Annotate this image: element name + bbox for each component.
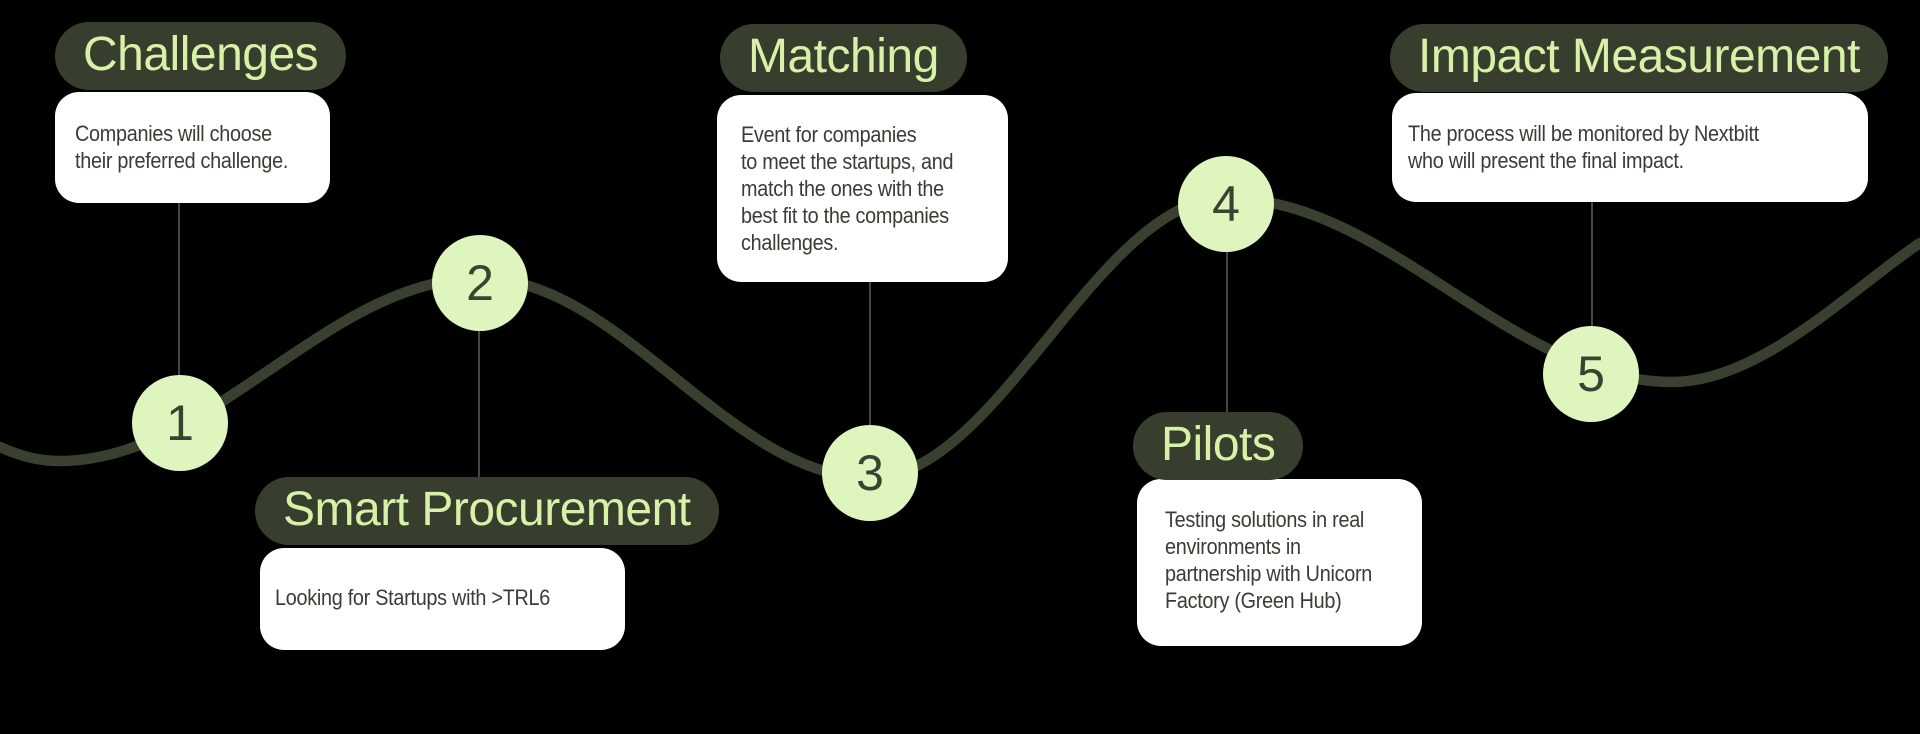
step-2-title: Smart Procurement [283, 483, 691, 536]
step-3-number: 3 [856, 445, 884, 501]
step-1-number-marker: 1 [132, 375, 228, 471]
step-2-number: 2 [466, 255, 494, 311]
step-5-description: The process will be monitored by Nextbit… [1408, 121, 1759, 173]
step-2-number-marker: 2 [432, 235, 528, 331]
step-4-title-badge: Pilots [1133, 412, 1304, 480]
step-3-connector-line [869, 282, 871, 426]
step-4-number: 4 [1212, 176, 1240, 232]
step-1-connector-line [178, 203, 180, 377]
step-4-number-marker: 4 [1178, 156, 1274, 252]
step-5-title-badge: Impact Measurement [1390, 24, 1888, 92]
timeline-wave-path [0, 192, 1920, 484]
step-2-description-card: Looking for Startups with >TRL6 [260, 548, 625, 650]
step-3-title-badge: Matching [720, 24, 967, 92]
step-2-title-badge: Smart Procurement [255, 477, 719, 545]
step-5-title: Impact Measurement [1418, 30, 1860, 83]
step-3-number-marker: 3 [822, 425, 918, 521]
step-4-title: Pilots [1161, 418, 1276, 471]
step-5-number: 5 [1577, 346, 1605, 402]
step-5-number-marker: 5 [1543, 326, 1639, 422]
step-1-title-badge: Challenges [55, 22, 347, 90]
step-1-title: Challenges [83, 28, 319, 81]
step-2-description: Looking for Startups with >TRL6 [275, 585, 551, 610]
step-5-description-card: The process will be monitored by Nextbit… [1392, 93, 1868, 202]
step-2-connector-line [478, 331, 480, 477]
step-4-connector-line [1226, 252, 1228, 413]
step-5-connector-line [1591, 202, 1593, 327]
step-1-number: 1 [166, 395, 194, 451]
step-3-title: Matching [748, 30, 939, 83]
